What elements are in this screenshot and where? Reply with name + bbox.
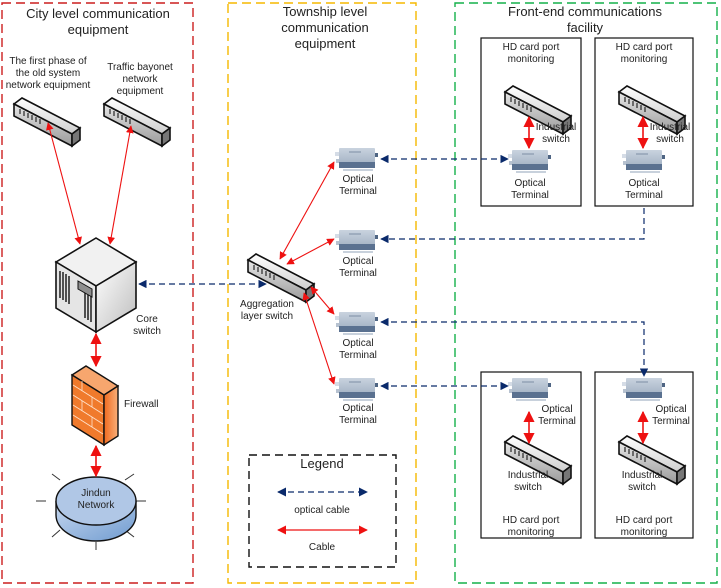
site4-optical-terminal-icon	[621, 377, 666, 402]
township-optical-terminal-2-icon	[334, 229, 379, 254]
township-optical-terminal-2-label: Optical Terminal	[339, 256, 377, 279]
cable-link	[310, 286, 335, 315]
township-optical-terminal-4-icon	[334, 377, 379, 402]
frontend-zone	[454, 2, 718, 584]
site2-terminal-label: Optical Terminal	[625, 178, 663, 201]
township-optical-terminal-1-icon	[334, 147, 379, 172]
traffic-bayonet-switch-icon	[103, 97, 171, 147]
cable-link	[107, 125, 134, 245]
jindun-network-icon	[36, 473, 146, 550]
township-optical-terminal-3-icon	[334, 311, 379, 336]
site2-switch-label: Industrial switch	[649, 122, 691, 145]
frontend-zone-title: Front-end communications facility	[508, 4, 662, 35]
township-optical-terminal-3-label: Optical Terminal	[339, 338, 377, 361]
site4-title: HD card port monitoring	[615, 515, 673, 538]
cable-link	[46, 122, 82, 245]
site-box-2	[594, 37, 694, 207]
legend-cable-label: Cable	[308, 542, 336, 553]
site1-switch-label: Industrial switch	[535, 122, 577, 145]
cable-link	[302, 292, 336, 385]
jindun-network-label: Jindun Network	[66, 488, 126, 512]
core-switch-icon	[54, 237, 138, 334]
site4-terminal-label: Optical Terminal	[652, 404, 690, 427]
site-box-1	[480, 37, 582, 207]
site3-terminal-label: Optical Terminal	[538, 404, 576, 427]
city-zone-title: City level communication equipment	[26, 6, 170, 37]
site1-terminal-label: Optical Terminal	[511, 178, 549, 201]
aggregation-switch-label: Aggregation layer switch	[240, 299, 294, 322]
optical-link	[380, 317, 649, 377]
township-zone	[227, 2, 417, 584]
site1-title: HD card port monitoring	[502, 42, 560, 65]
site2-title: HD card port monitoring	[615, 42, 673, 65]
site4-switch-label: Industrial switch	[621, 470, 663, 493]
site3-title: HD card port monitoring	[502, 515, 560, 538]
core-switch-label: Core switch	[133, 314, 161, 337]
township-zone-title: Township level communication equipment	[281, 4, 369, 51]
jindun-label-line1: Jindun	[81, 488, 111, 499]
traffic-bayonet-label: Traffic bayonet network equipment	[107, 62, 173, 97]
cable-link	[286, 238, 335, 265]
firewall-icon	[70, 365, 120, 447]
township-optical-terminal-1-label: Optical Terminal	[339, 174, 377, 197]
site3-switch-label: Industrial switch	[507, 470, 549, 493]
township-optical-terminal-4-label: Optical Terminal	[339, 403, 377, 426]
site1-optical-terminal-icon	[507, 149, 552, 174]
old-system-switch-icon	[13, 97, 81, 147]
old-system-label: The first phase of the old system networ…	[5, 56, 91, 91]
legend-box	[248, 454, 397, 568]
optical-link	[380, 208, 645, 244]
site3-optical-terminal-icon	[507, 377, 552, 402]
city-zone	[1, 2, 194, 584]
site2-optical-terminal-icon	[621, 149, 666, 174]
firewall-label: Firewall	[124, 399, 159, 410]
legend-title: Legend	[300, 456, 344, 471]
jindun-label-line2: Network	[77, 500, 115, 511]
legend-optical-label: optical cable	[294, 505, 350, 516]
cable-link	[279, 161, 335, 260]
